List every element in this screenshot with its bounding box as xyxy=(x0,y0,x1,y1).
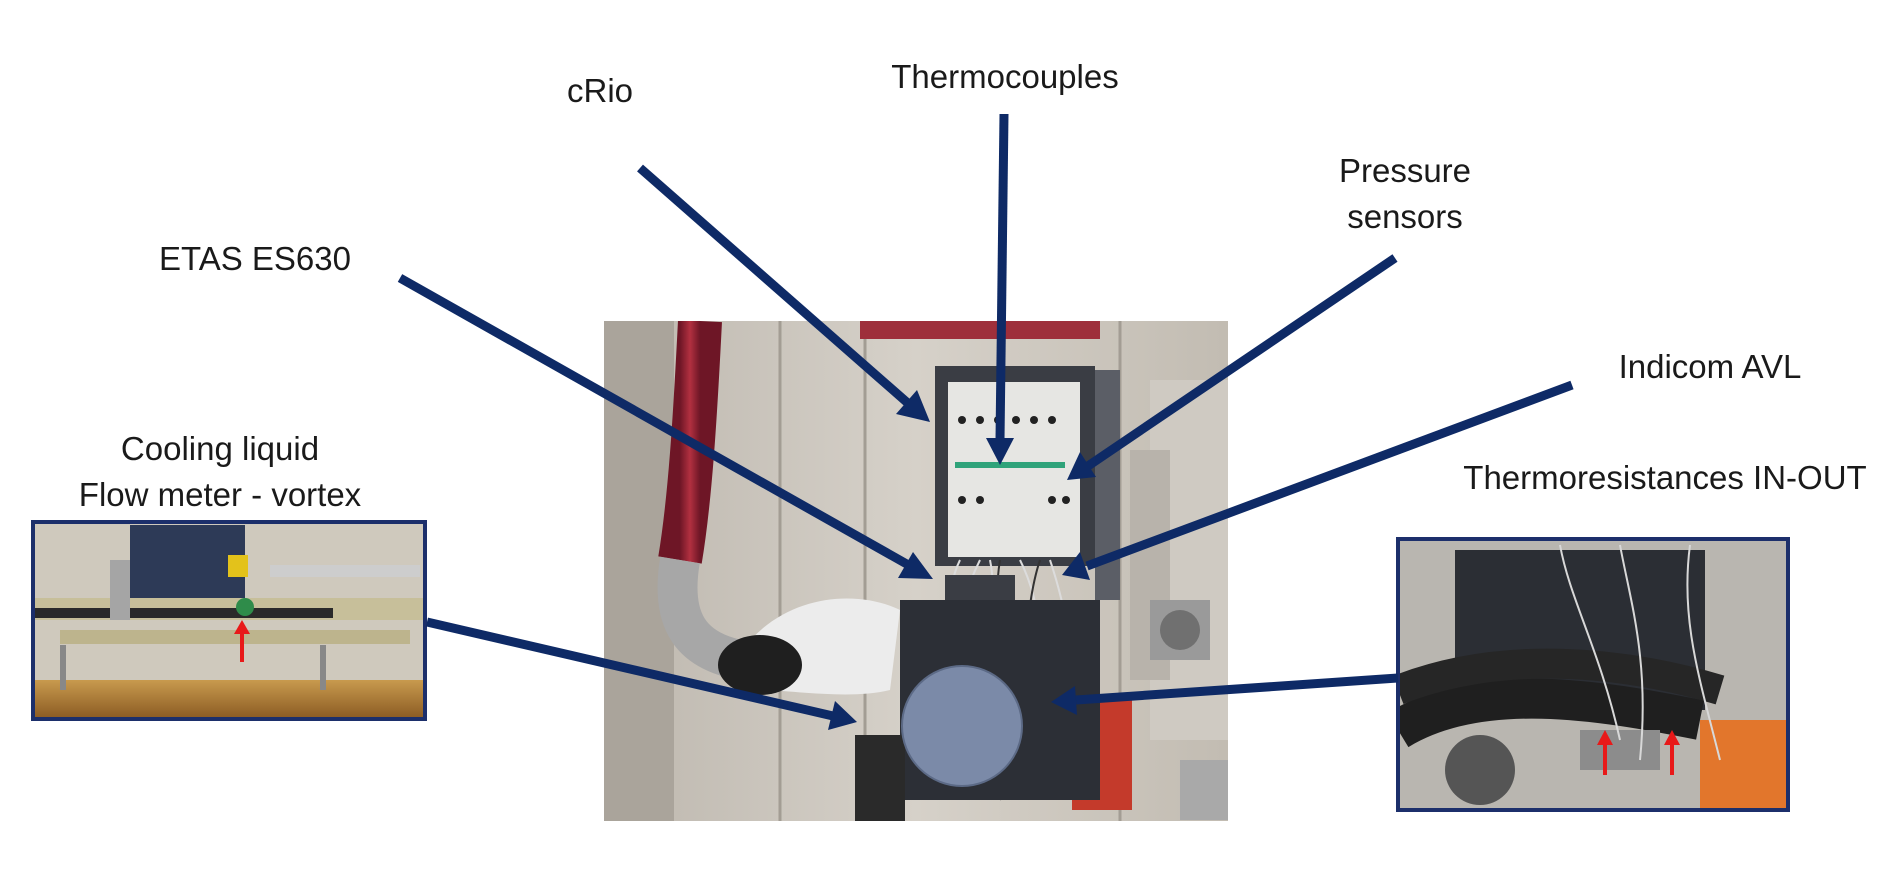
label-crio-text: cRio xyxy=(566,72,634,109)
arrow-crio xyxy=(637,164,930,422)
flow-meter-inset-photo xyxy=(31,520,427,721)
arrow-thermoresistances xyxy=(1051,673,1399,715)
arrow-cooling-flow-meter xyxy=(425,617,857,730)
label-crio: cRio xyxy=(540,68,660,114)
arrow-indicom-avl xyxy=(1062,380,1574,580)
label-pressure-line1: Pressure xyxy=(1338,152,1472,189)
arrow-thermocouples xyxy=(986,113,1014,465)
label-etas-es630: ETAS ES630 xyxy=(150,236,360,282)
label-etas-text: ETAS ES630 xyxy=(159,240,351,277)
label-indicom-text: Indicom AVL xyxy=(1618,348,1802,385)
label-pressure-line2: sensors xyxy=(1347,198,1463,235)
label-pressure-sensors: Pressure sensors xyxy=(1300,148,1510,240)
label-thermocouples-text: Thermocouples xyxy=(891,58,1119,95)
thermoresistances-inset-photo xyxy=(1396,537,1790,812)
arrow-etas-es630 xyxy=(397,274,933,579)
label-cooling-line2: Flow meter - vortex xyxy=(78,476,362,513)
label-indicom-avl: Indicom AVL xyxy=(1600,344,1820,390)
label-thermocouples: Thermocouples xyxy=(870,54,1140,100)
label-thermoresistances: Thermoresistances IN-OUT xyxy=(1440,455,1890,501)
arrow-pressure-sensors xyxy=(1067,254,1398,480)
label-cooling-flow-meter: Cooling liquid Flow meter - vortex xyxy=(60,426,380,518)
label-thermoresistances-text: Thermoresistances IN-OUT xyxy=(1463,459,1867,496)
label-cooling-line1: Cooling liquid xyxy=(120,430,320,467)
